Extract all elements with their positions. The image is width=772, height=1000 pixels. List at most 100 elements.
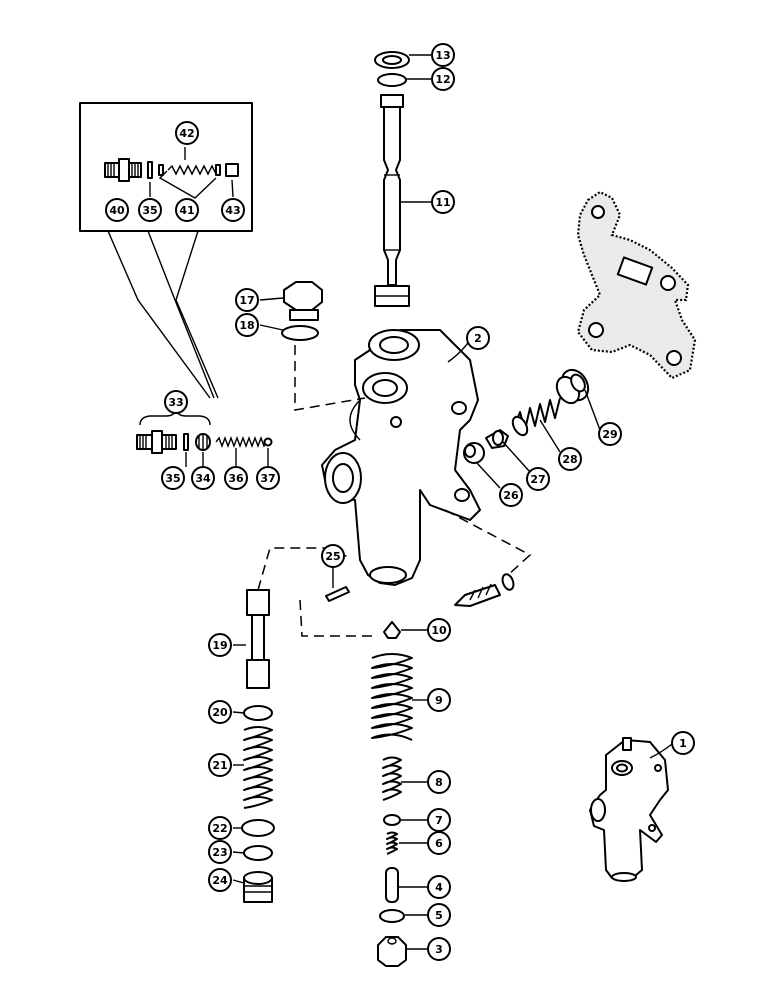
callout-c5: 5: [427, 903, 451, 927]
assembled-valve-view: [589, 737, 669, 882]
callout-circle: [598, 422, 622, 446]
ball-37: [263, 437, 273, 447]
plug-3: [377, 936, 407, 967]
callout-c24: 24: [208, 868, 232, 892]
callout-c11: 11: [431, 190, 455, 214]
valve-body: [321, 329, 481, 586]
callout-c40: 40: [105, 198, 129, 222]
callout-number: 28: [562, 453, 577, 466]
plug-29: [555, 368, 590, 405]
callout-c29: 29: [598, 422, 622, 446]
callout-labels: 1234567891011121317181920212223242526272…: [105, 43, 695, 961]
gasket-holes: [588, 205, 682, 366]
callout-number: 43: [225, 204, 240, 217]
callout-number: 13: [435, 49, 450, 62]
fitting-40: [104, 158, 142, 182]
callout-c37: 37: [256, 466, 280, 490]
callout-circle: [427, 903, 451, 927]
pin-25: [325, 586, 350, 602]
cone-10: [383, 621, 401, 639]
callout-c10: 10: [427, 618, 451, 642]
callout-c19: 19: [208, 633, 232, 657]
callout-c20: 20: [208, 700, 232, 724]
assembly-line-bottom: [299, 599, 378, 637]
callout-c4: 4: [427, 875, 451, 899]
callout-number: 27: [530, 473, 545, 486]
callout-circle: [427, 808, 451, 832]
callout-number: 22: [212, 822, 227, 835]
callout-number: 37: [260, 472, 275, 485]
gasket: [576, 190, 697, 380]
callout-circle: [138, 198, 162, 222]
callout-number: 36: [228, 472, 244, 485]
callout-number: 5: [435, 909, 443, 922]
spring-42: [167, 164, 221, 176]
fitting-33: [136, 430, 177, 454]
shim-41b: [215, 164, 221, 176]
callout-number: 20: [212, 706, 228, 719]
spring-8: [382, 756, 402, 801]
callout-c9: 9: [427, 688, 451, 712]
callout-c7: 7: [427, 808, 451, 832]
callout-circle: [208, 700, 232, 724]
callout-circle: [175, 198, 199, 222]
callout-c42: 42: [175, 121, 199, 145]
plug-17: [283, 281, 323, 321]
callout-number: 29: [602, 428, 617, 441]
assembly-line-18: [294, 345, 366, 411]
callout-circle: [208, 840, 232, 864]
callout-number: 40: [109, 204, 125, 217]
callout-circle: [427, 688, 451, 712]
callout-circle: [235, 288, 259, 312]
callout-circle: [431, 43, 455, 67]
o-ring-12: [377, 73, 407, 87]
spring-6: [386, 831, 398, 855]
callout-number: 6: [435, 837, 443, 850]
callout-number: 18: [239, 319, 254, 332]
callout-c26: 26: [499, 483, 523, 507]
adjusting-screw: [454, 573, 515, 607]
callout-number: 8: [435, 776, 443, 789]
callout-number: 26: [503, 489, 519, 502]
callout-c3: 3: [427, 937, 451, 961]
washer-22: [241, 819, 275, 837]
callout-circle: [526, 467, 550, 491]
callout-circle: [427, 875, 451, 899]
callout-number: 12: [435, 73, 450, 86]
callout-number: 24: [212, 874, 228, 887]
shaft-11: [374, 94, 410, 307]
callout-number: 42: [179, 127, 194, 140]
cap-43: [225, 163, 239, 177]
callout-circle: [427, 937, 451, 961]
callout-c17: 17: [235, 288, 259, 312]
washer-35-detail: [147, 161, 153, 179]
callout-circle: [208, 816, 232, 840]
callout-circle: [321, 544, 345, 568]
callout-c12: 12: [431, 67, 455, 91]
callout-number: 35: [165, 472, 180, 485]
spring-36: [215, 436, 268, 448]
o-ring-23: [243, 845, 273, 861]
callout-number: 2: [474, 332, 482, 345]
o-ring-18: [281, 325, 319, 341]
callout-c13: 13: [431, 43, 455, 67]
callout-number: 3: [435, 943, 443, 956]
callout-circle: [208, 633, 232, 657]
callout-c41: 41: [175, 198, 199, 222]
callout-number: 10: [431, 624, 447, 637]
callout-c22: 22: [208, 816, 232, 840]
callout-c35a: 35: [161, 466, 185, 490]
callout-c23: 23: [208, 840, 232, 864]
assembly-line-bolt: [444, 509, 532, 576]
callout-c1: 1: [671, 731, 695, 755]
callout-circle: [431, 190, 455, 214]
callout-c18: 18: [235, 313, 259, 337]
callout-number: 34: [195, 472, 211, 485]
callout-c34: 34: [191, 466, 215, 490]
spacer-34: [195, 433, 211, 451]
callout-number: 41: [179, 204, 194, 217]
callout-circle: [499, 483, 523, 507]
ring-7: [383, 814, 401, 826]
callout-circle: [671, 731, 695, 755]
